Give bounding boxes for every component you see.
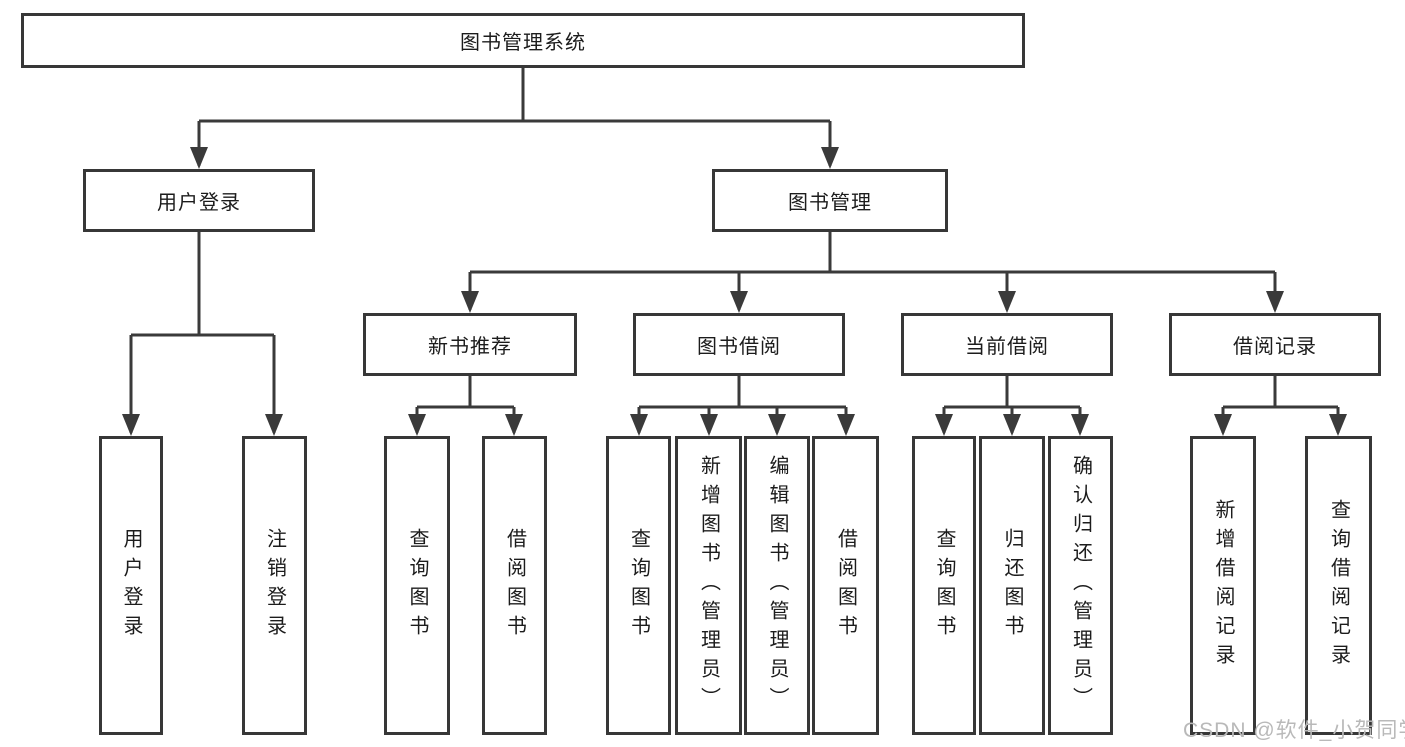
node-logout: 注销登录 [242, 436, 307, 735]
node-current-borrow: 当前借阅 [901, 313, 1113, 376]
node-borrow-books: 借阅图书 [812, 436, 879, 735]
watermark: CSDN @软件_小贺同学 [1183, 719, 1405, 742]
node-query-borrow-record: 查询借阅记录 [1305, 436, 1372, 735]
node-root-system: 图书管理系统 [21, 13, 1025, 68]
node-user-login-group: 用户登录 [83, 169, 315, 232]
node-label: 注销登录 [263, 527, 286, 644]
node-label: 查询图书 [627, 527, 650, 644]
node-book-management: 图书管理 [712, 169, 948, 232]
node-edit-books-admin: 编辑图书（管理员） [744, 436, 810, 735]
node-label: 确认归还（管理员） [1069, 455, 1092, 716]
node-add-books-admin: 新增图书（管理员） [675, 436, 742, 735]
node-label: 新增借阅记录 [1212, 498, 1234, 673]
node-label: 归还图书 [1001, 527, 1023, 644]
node-label: 查询图书 [406, 527, 428, 644]
node-label: 用户登录 [157, 192, 241, 214]
node-borrow-records: 借阅记录 [1169, 313, 1381, 376]
node-query-books-current: 查询图书 [912, 436, 976, 735]
node-return-books: 归还图书 [979, 436, 1045, 735]
node-book-borrow: 图书借阅 [633, 313, 845, 376]
node-label: 借阅记录 [1233, 336, 1317, 358]
node-label: 当前借阅 [965, 336, 1049, 358]
node-label: 查询图书 [933, 527, 955, 644]
node-new-book-recommend: 新书推荐 [363, 313, 577, 376]
node-user-login: 用户登录 [99, 436, 163, 735]
node-query-books-borrow: 查询图书 [606, 436, 671, 735]
node-label: 用户登录 [120, 527, 142, 644]
node-confirm-return-admin: 确认归还（管理员） [1048, 436, 1113, 735]
node-add-borrow-record: 新增借阅记录 [1190, 436, 1256, 735]
node-label: 新增图书（管理员） [697, 455, 720, 716]
node-borrow-books-recommend: 借阅图书 [482, 436, 547, 735]
node-label: 图书借阅 [697, 336, 781, 358]
node-label: 借阅图书 [503, 527, 526, 644]
node-label: 新书推荐 [428, 336, 512, 358]
node-label: 借阅图书 [834, 527, 857, 644]
node-label: 查询借阅记录 [1327, 498, 1350, 673]
node-query-books-recommend: 查询图书 [384, 436, 450, 735]
node-root-label: 图书管理系统 [460, 32, 586, 54]
node-label: 图书管理 [788, 192, 872, 214]
node-label: 编辑图书（管理员） [766, 455, 788, 716]
